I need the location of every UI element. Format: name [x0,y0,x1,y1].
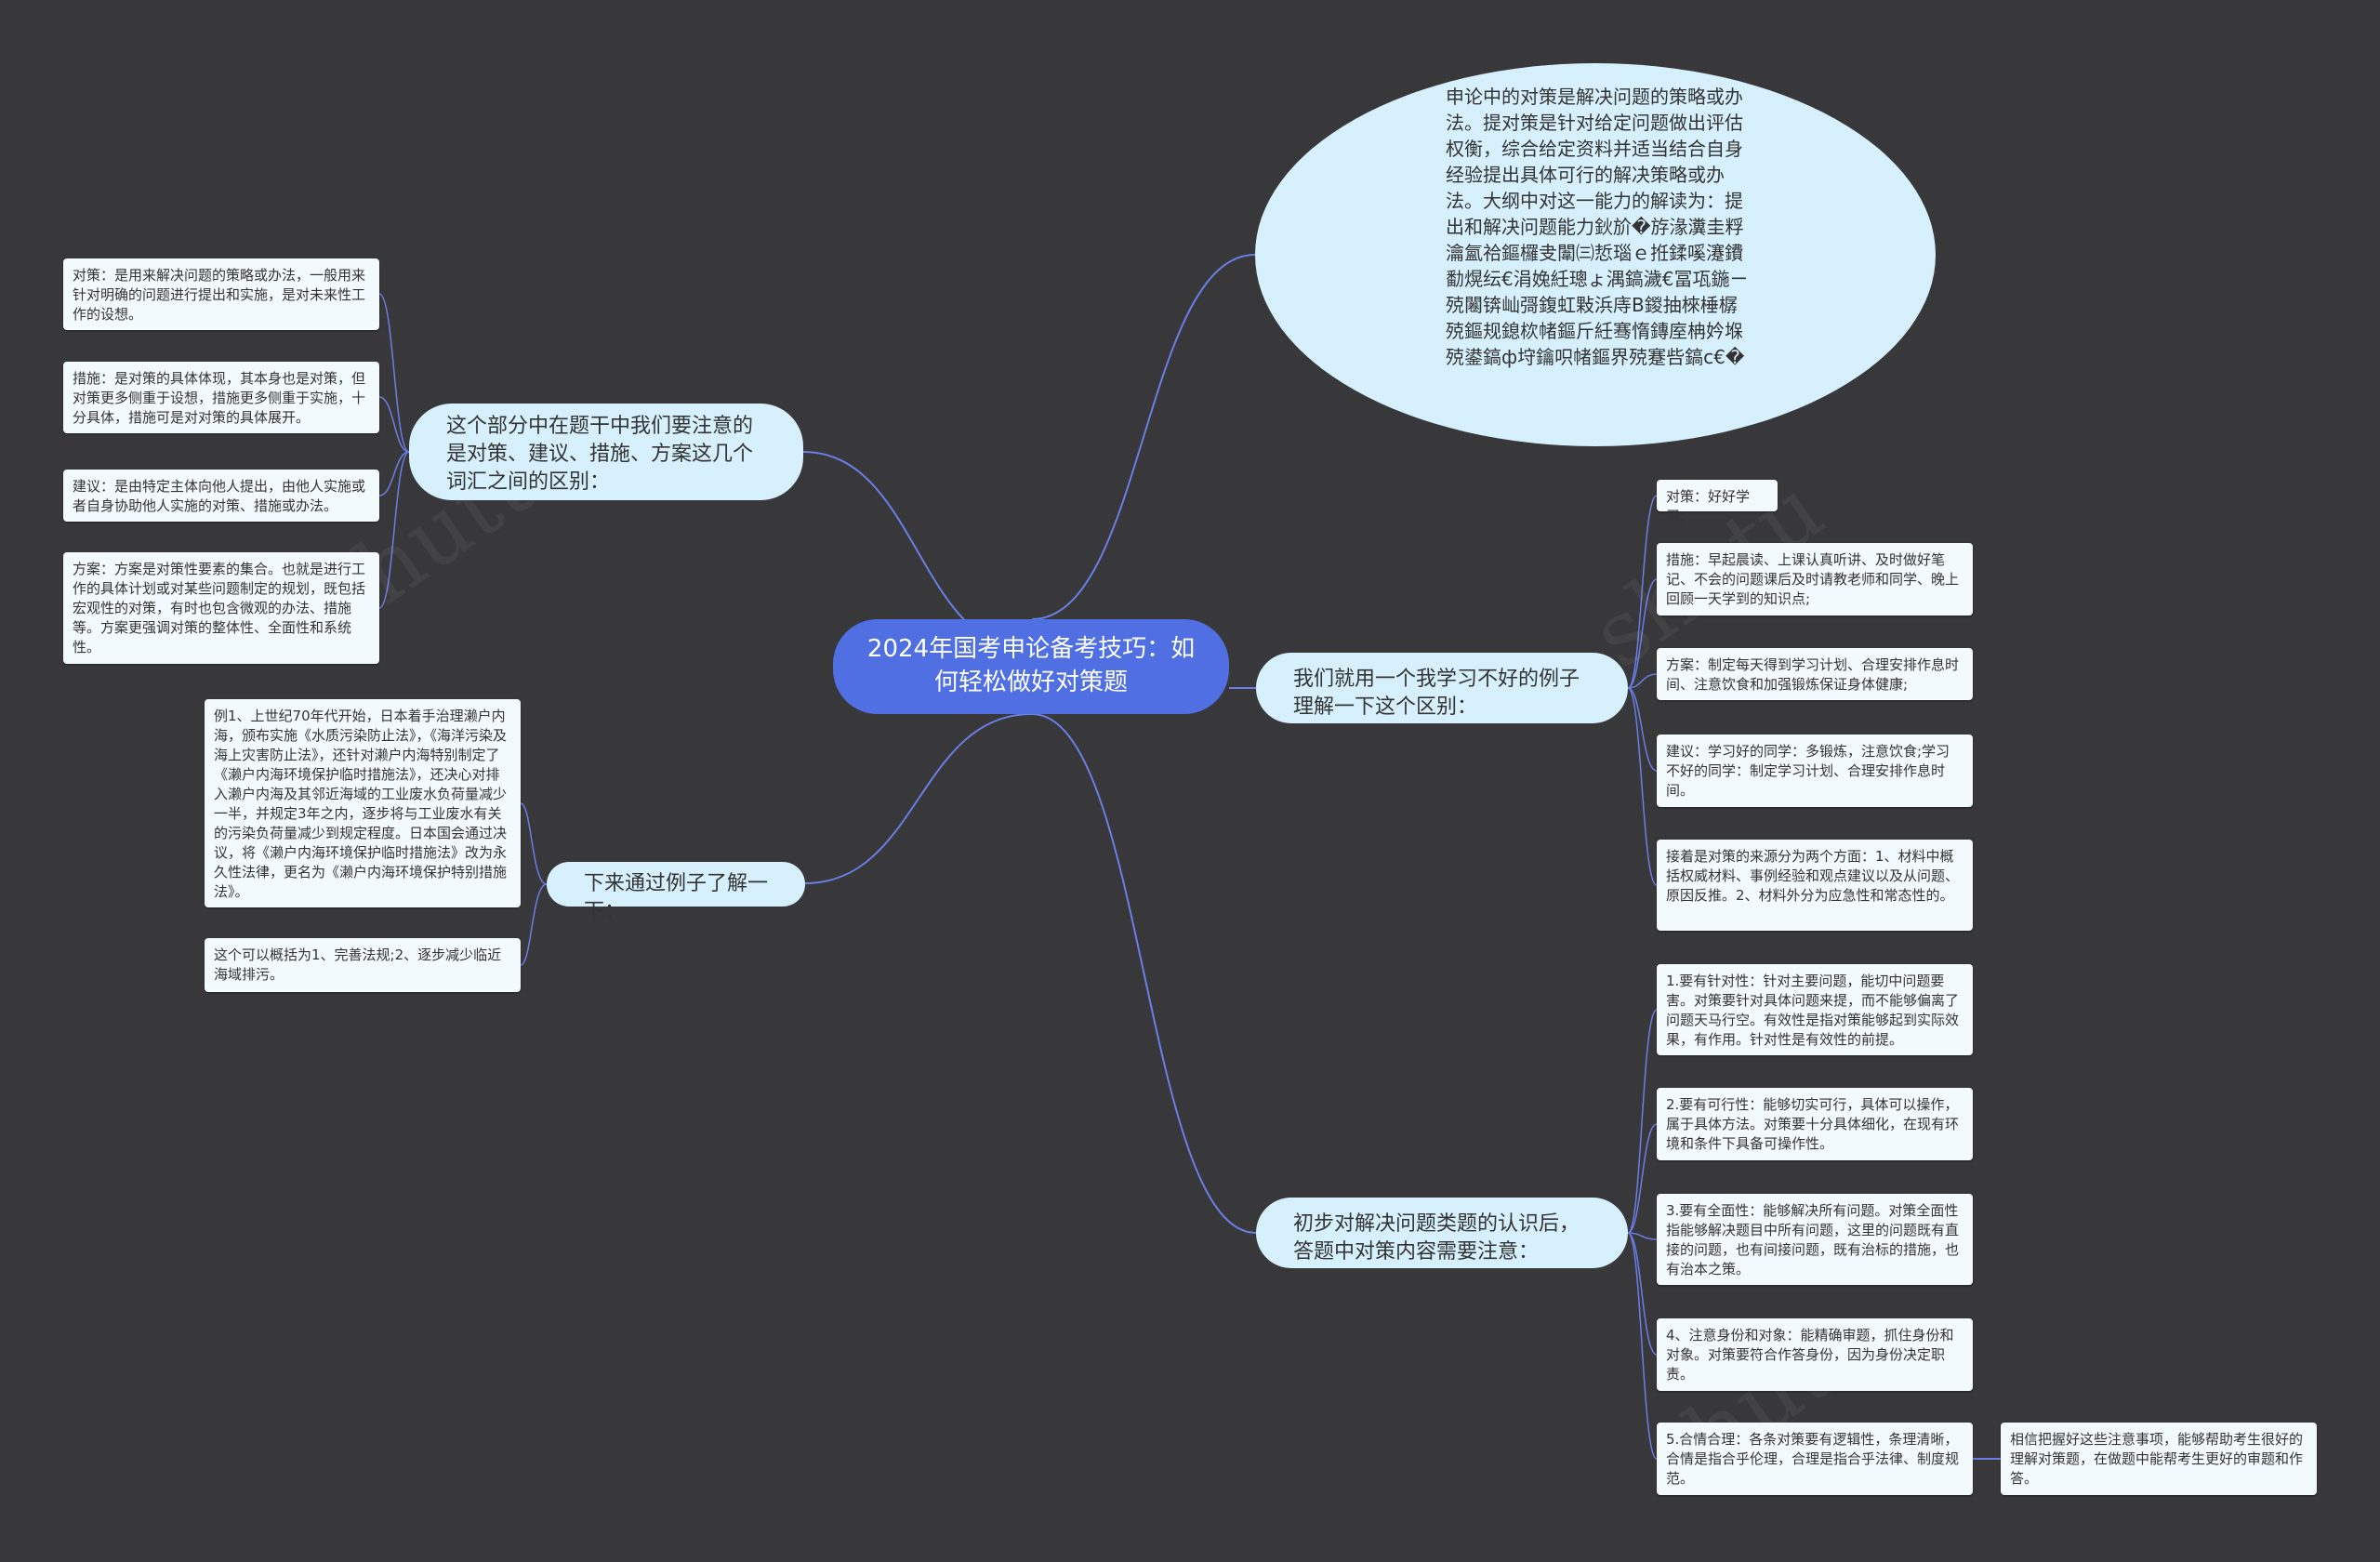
link-right-bottom-leaf [1627,1232,1658,1356]
leaf-note-comprehensive[interactable]: 3.要有全面性：能够解决所有问题。对策全面性指能够解决题目中所有问题，这里的问题… [1657,1194,1973,1285]
link-right-bottom-leaf [1627,1123,1658,1234]
link-right-mid-leaf [1627,673,1658,689]
link-left-top-leaf [378,396,410,453]
link-right-mid-leaf [1627,578,1658,689]
link-root-right-bottom [1031,713,1257,1234]
root-topic[interactable]: 2024年国考申论备考技巧：如何轻松做好对策题 [833,619,1229,714]
branch-terms-difference[interactable]: 这个部分中在题干中我们要注意的是对策、建议、措施、方案这几个词汇之间的区别： [409,404,803,500]
link-right-mid-leaf [1627,495,1658,689]
link-left-bottom-leaf [520,883,548,966]
intro-bubble[interactable]: 申论中的对策是解决问题的策略或办法。提对策是针对给定问题做出评估权衡，综合给定资… [1255,63,1936,446]
leaf-study-duice[interactable]: 对策：好好学习; [1657,480,1778,524]
leaf-study-sources[interactable]: 接着是对策的来源分为两个方面：1、材料中概括权威材料、事例经验和观点建议以及从问… [1657,840,1973,931]
link-root-intro [1031,254,1256,620]
leaf-note-reasonable[interactable]: 5.合情合理：各条对策要有逻辑性，条理清晰，合情是指合乎伦理，合理是指合乎法律、… [1657,1423,1973,1495]
branch-study-example[interactable]: 我们就用一个我学习不好的例子理解一下这个区别： [1256,653,1628,723]
leaf-term-jianyi[interactable]: 建议：是由特定主体向他人提出，由他人实施或者自身协助他人实施的对策、措施或办法。 [63,470,379,522]
link-root-left-bottom [804,713,1033,884]
link-left-top-leaf [378,451,410,496]
link-left-bottom-leaf [520,802,548,885]
intro-text: 申论中的对策是解决问题的策略或办法。提对策是针对给定问题做出评估权衡，综合给定资… [1446,86,1749,368]
leaf-term-duice[interactable]: 对策：是用来解决问题的策略或办法，一般用来针对明确的问题进行提出和实施，是对未来… [63,258,379,330]
link-right-bottom-leaf [1627,1232,1658,1240]
link-left-top-leaf [378,293,410,453]
link-left-top-leaf [378,451,410,609]
leaf-term-fangan[interactable]: 方案：方案是对策性要素的集合。也就是进行工作的具体计划或对某些问题制定的规划，既… [63,552,379,664]
leaf-study-jianyi[interactable]: 建议：学习好的同学：多锻炼，注意饮食;学习不好的同学：制定学习计划、合理安排作息… [1657,735,1973,807]
leaf-example-japan[interactable]: 例1、上世纪70年代开始，日本着手治理濑户内海，颁布实施《水质污染防止法》，《海… [205,699,521,907]
leaf-note-conclusion[interactable]: 相信把握好这些注意事项，能够帮助考生很好的理解对策题，在做题中能帮考生更好的审题… [2001,1423,2317,1495]
leaf-note-feasible[interactable]: 2.要有可行性：能够切实可行，具体可以操作，属于具体方法。对策要十分具体细化，在… [1657,1088,1973,1160]
branch-answer-notes[interactable]: 初步对解决问题类题的认识后，答题中对策内容需要注意： [1256,1198,1628,1268]
link-right-bottom-leaf [1627,1009,1658,1234]
link-right-mid-leaf [1627,687,1658,886]
leaf-term-cuoshi[interactable]: 措施：是对策的具体体现，其本身也是对策，但对策更多侧重于设想，措施更多侧重于实施… [63,362,379,433]
leaf-note-targeted[interactable]: 1.要有针对性：针对主要问题，能切中问题要害。对策要针对具体问题来提，而不能够偏… [1657,964,1973,1055]
leaf-note-identity[interactable]: 4、注意身份和对象：能精确审题，抓住身份和对象。对策要符合作答身份，因为身份决定… [1657,1318,1973,1391]
link-right-bottom-leaf [1627,1232,1658,1460]
leaf-study-fangan[interactable]: 方案：制定每天得到学习计划、合理安排作息时间、注意饮食和加强锻炼保证身体健康; [1657,648,1973,700]
leaf-study-cuoshi[interactable]: 措施：早起晨读、上课认真听讲、及时做好笔记、不会的问题课后及时请教老师和同学、晚… [1657,543,1973,616]
leaf-example-summary[interactable]: 这个可以概括为1、完善法规;2、逐步减少临近海域排污。 [205,938,521,992]
link-right-mid-leaf [1627,687,1658,772]
branch-example-intro[interactable]: 下来通过例子了解一下： [547,862,805,923]
